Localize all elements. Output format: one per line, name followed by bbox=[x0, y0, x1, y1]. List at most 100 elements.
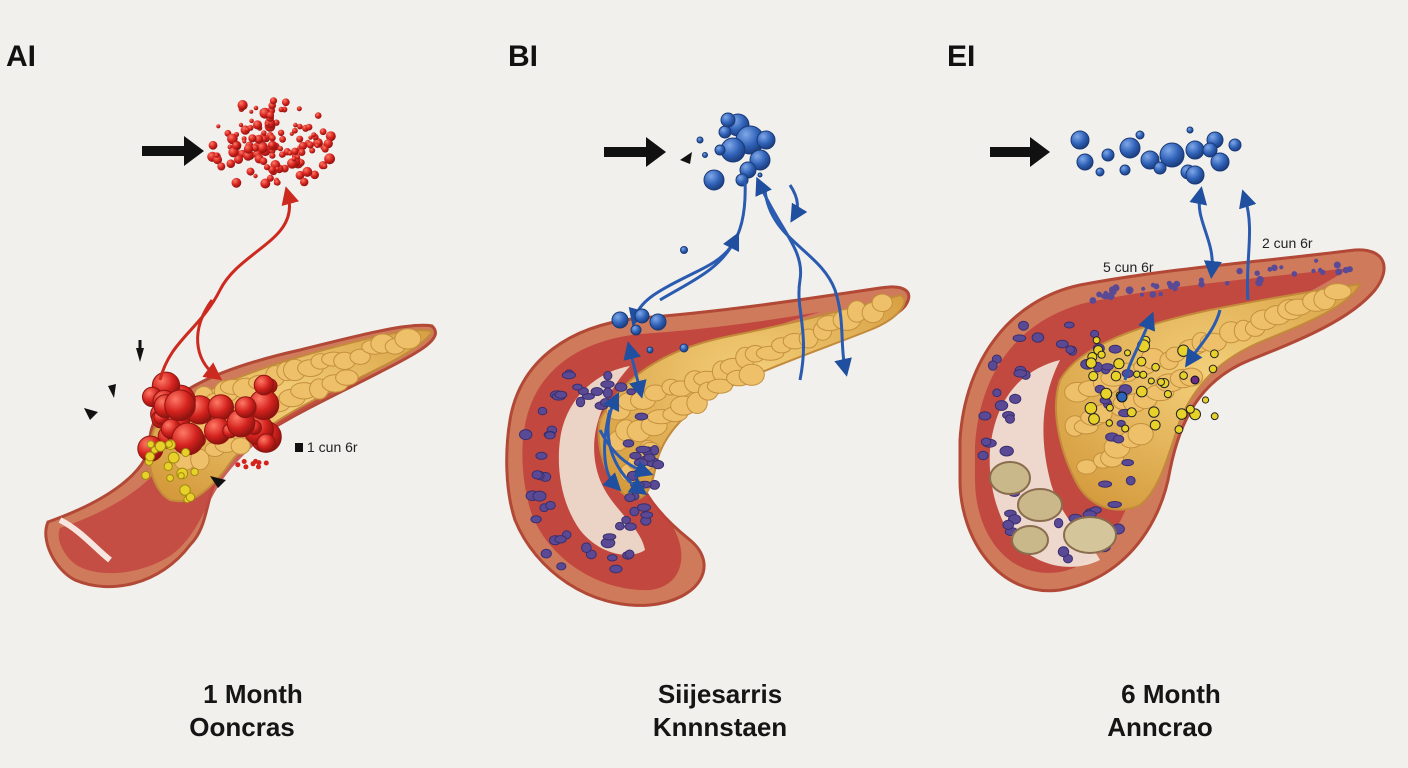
nucleus bbox=[994, 400, 1009, 411]
nucleus bbox=[1101, 363, 1114, 371]
red-cell bbox=[242, 139, 247, 144]
nucleus bbox=[615, 521, 625, 531]
gland-lobule bbox=[335, 369, 359, 386]
nucleus bbox=[1311, 268, 1316, 274]
islet-cell bbox=[1105, 419, 1114, 427]
nucleus bbox=[537, 406, 548, 416]
nucleus bbox=[572, 383, 583, 391]
arrowhead-icon bbox=[84, 340, 226, 488]
islet-cell bbox=[1124, 349, 1131, 357]
red-cell bbox=[216, 124, 221, 129]
blue-migration-paths bbox=[598, 176, 852, 495]
nucleus bbox=[1125, 286, 1134, 295]
red-cell bbox=[310, 170, 320, 180]
nucleus bbox=[1167, 282, 1175, 290]
red-cell bbox=[259, 157, 268, 165]
red-cell bbox=[266, 111, 275, 119]
gland-lobule bbox=[394, 328, 422, 350]
red-cell bbox=[293, 122, 298, 128]
nucleus bbox=[581, 542, 592, 554]
islet-cell bbox=[1088, 371, 1099, 382]
blue-cell bbox=[1140, 150, 1160, 170]
panel-letter-a: AI bbox=[6, 40, 36, 73]
red-cell bbox=[296, 106, 302, 112]
red-cell bbox=[257, 142, 268, 154]
red-cell bbox=[305, 123, 313, 131]
red-cell bbox=[298, 141, 307, 151]
panel-a: 1 cun 6r bbox=[44, 97, 437, 588]
islet-cell bbox=[154, 440, 166, 452]
nucleus bbox=[545, 500, 556, 510]
red-cell bbox=[261, 130, 267, 136]
blue-cell bbox=[757, 172, 763, 178]
red-cell bbox=[278, 106, 284, 113]
blue-cell bbox=[702, 152, 708, 158]
red-cell bbox=[249, 109, 254, 114]
red-cell bbox=[232, 141, 241, 150]
blue-cell-cluster bbox=[1070, 126, 1242, 185]
red-cell bbox=[292, 127, 298, 134]
gland-lobule bbox=[871, 293, 893, 312]
gland-lobule bbox=[1076, 459, 1097, 475]
blue-cell bbox=[1119, 164, 1131, 176]
nucleus bbox=[652, 459, 665, 470]
nucleus bbox=[635, 445, 651, 454]
nucleus bbox=[1053, 518, 1064, 529]
islet-cell bbox=[1106, 403, 1114, 412]
blue-cell bbox=[646, 346, 654, 354]
nucleus bbox=[1121, 459, 1134, 467]
islet-cell bbox=[1201, 396, 1210, 404]
islet-cell bbox=[145, 451, 155, 462]
islet-cell bbox=[1126, 407, 1137, 418]
islet-cell bbox=[1121, 424, 1130, 433]
blue-cell bbox=[634, 308, 650, 324]
red-cell bbox=[260, 178, 271, 189]
nucleus bbox=[1346, 266, 1353, 273]
nucleus bbox=[1256, 275, 1264, 284]
red-cell bbox=[235, 462, 241, 468]
islet-cell bbox=[1092, 336, 1101, 345]
red-cell bbox=[279, 135, 286, 143]
red-cell bbox=[213, 155, 223, 165]
islet-cell bbox=[1110, 370, 1122, 382]
nucleus bbox=[1279, 265, 1284, 270]
pancreas-a bbox=[44, 323, 437, 588]
scale-marker bbox=[295, 443, 303, 452]
red-cell bbox=[249, 118, 254, 124]
nucleus bbox=[624, 549, 635, 559]
nucleus bbox=[992, 388, 1002, 398]
nucleus bbox=[609, 564, 623, 574]
nucleus bbox=[629, 506, 640, 517]
nucleus bbox=[1317, 267, 1323, 273]
red-cell bbox=[266, 174, 274, 182]
red-cell bbox=[228, 147, 239, 158]
nucleus bbox=[1005, 414, 1015, 424]
red-cell bbox=[296, 135, 304, 143]
nucleus bbox=[1057, 546, 1070, 558]
red-cell bbox=[268, 141, 276, 149]
red-cell bbox=[238, 122, 244, 128]
blue-cell bbox=[1095, 167, 1105, 177]
red-cell bbox=[277, 129, 285, 136]
blue-cell bbox=[1202, 142, 1218, 158]
red-cell bbox=[295, 170, 305, 180]
islet-cell bbox=[185, 492, 196, 502]
red-cell bbox=[269, 152, 276, 159]
nucleus bbox=[602, 533, 617, 541]
caption-b: Siijesarris Knnnstaen bbox=[570, 678, 870, 744]
red-cell bbox=[297, 123, 303, 130]
panel-b bbox=[505, 112, 911, 607]
red-cell bbox=[252, 120, 263, 130]
islet-cell bbox=[1185, 404, 1195, 414]
islet-cell bbox=[1175, 408, 1188, 420]
islet-cell bbox=[1174, 425, 1184, 434]
blue-cell bbox=[696, 136, 704, 144]
gland-lobule bbox=[738, 363, 765, 386]
red-cell bbox=[275, 166, 280, 171]
nucleus bbox=[1149, 291, 1157, 298]
red-cell bbox=[269, 97, 278, 105]
red-cell bbox=[300, 177, 309, 187]
gland-lobule bbox=[1127, 423, 1154, 446]
red-cell bbox=[227, 133, 238, 145]
